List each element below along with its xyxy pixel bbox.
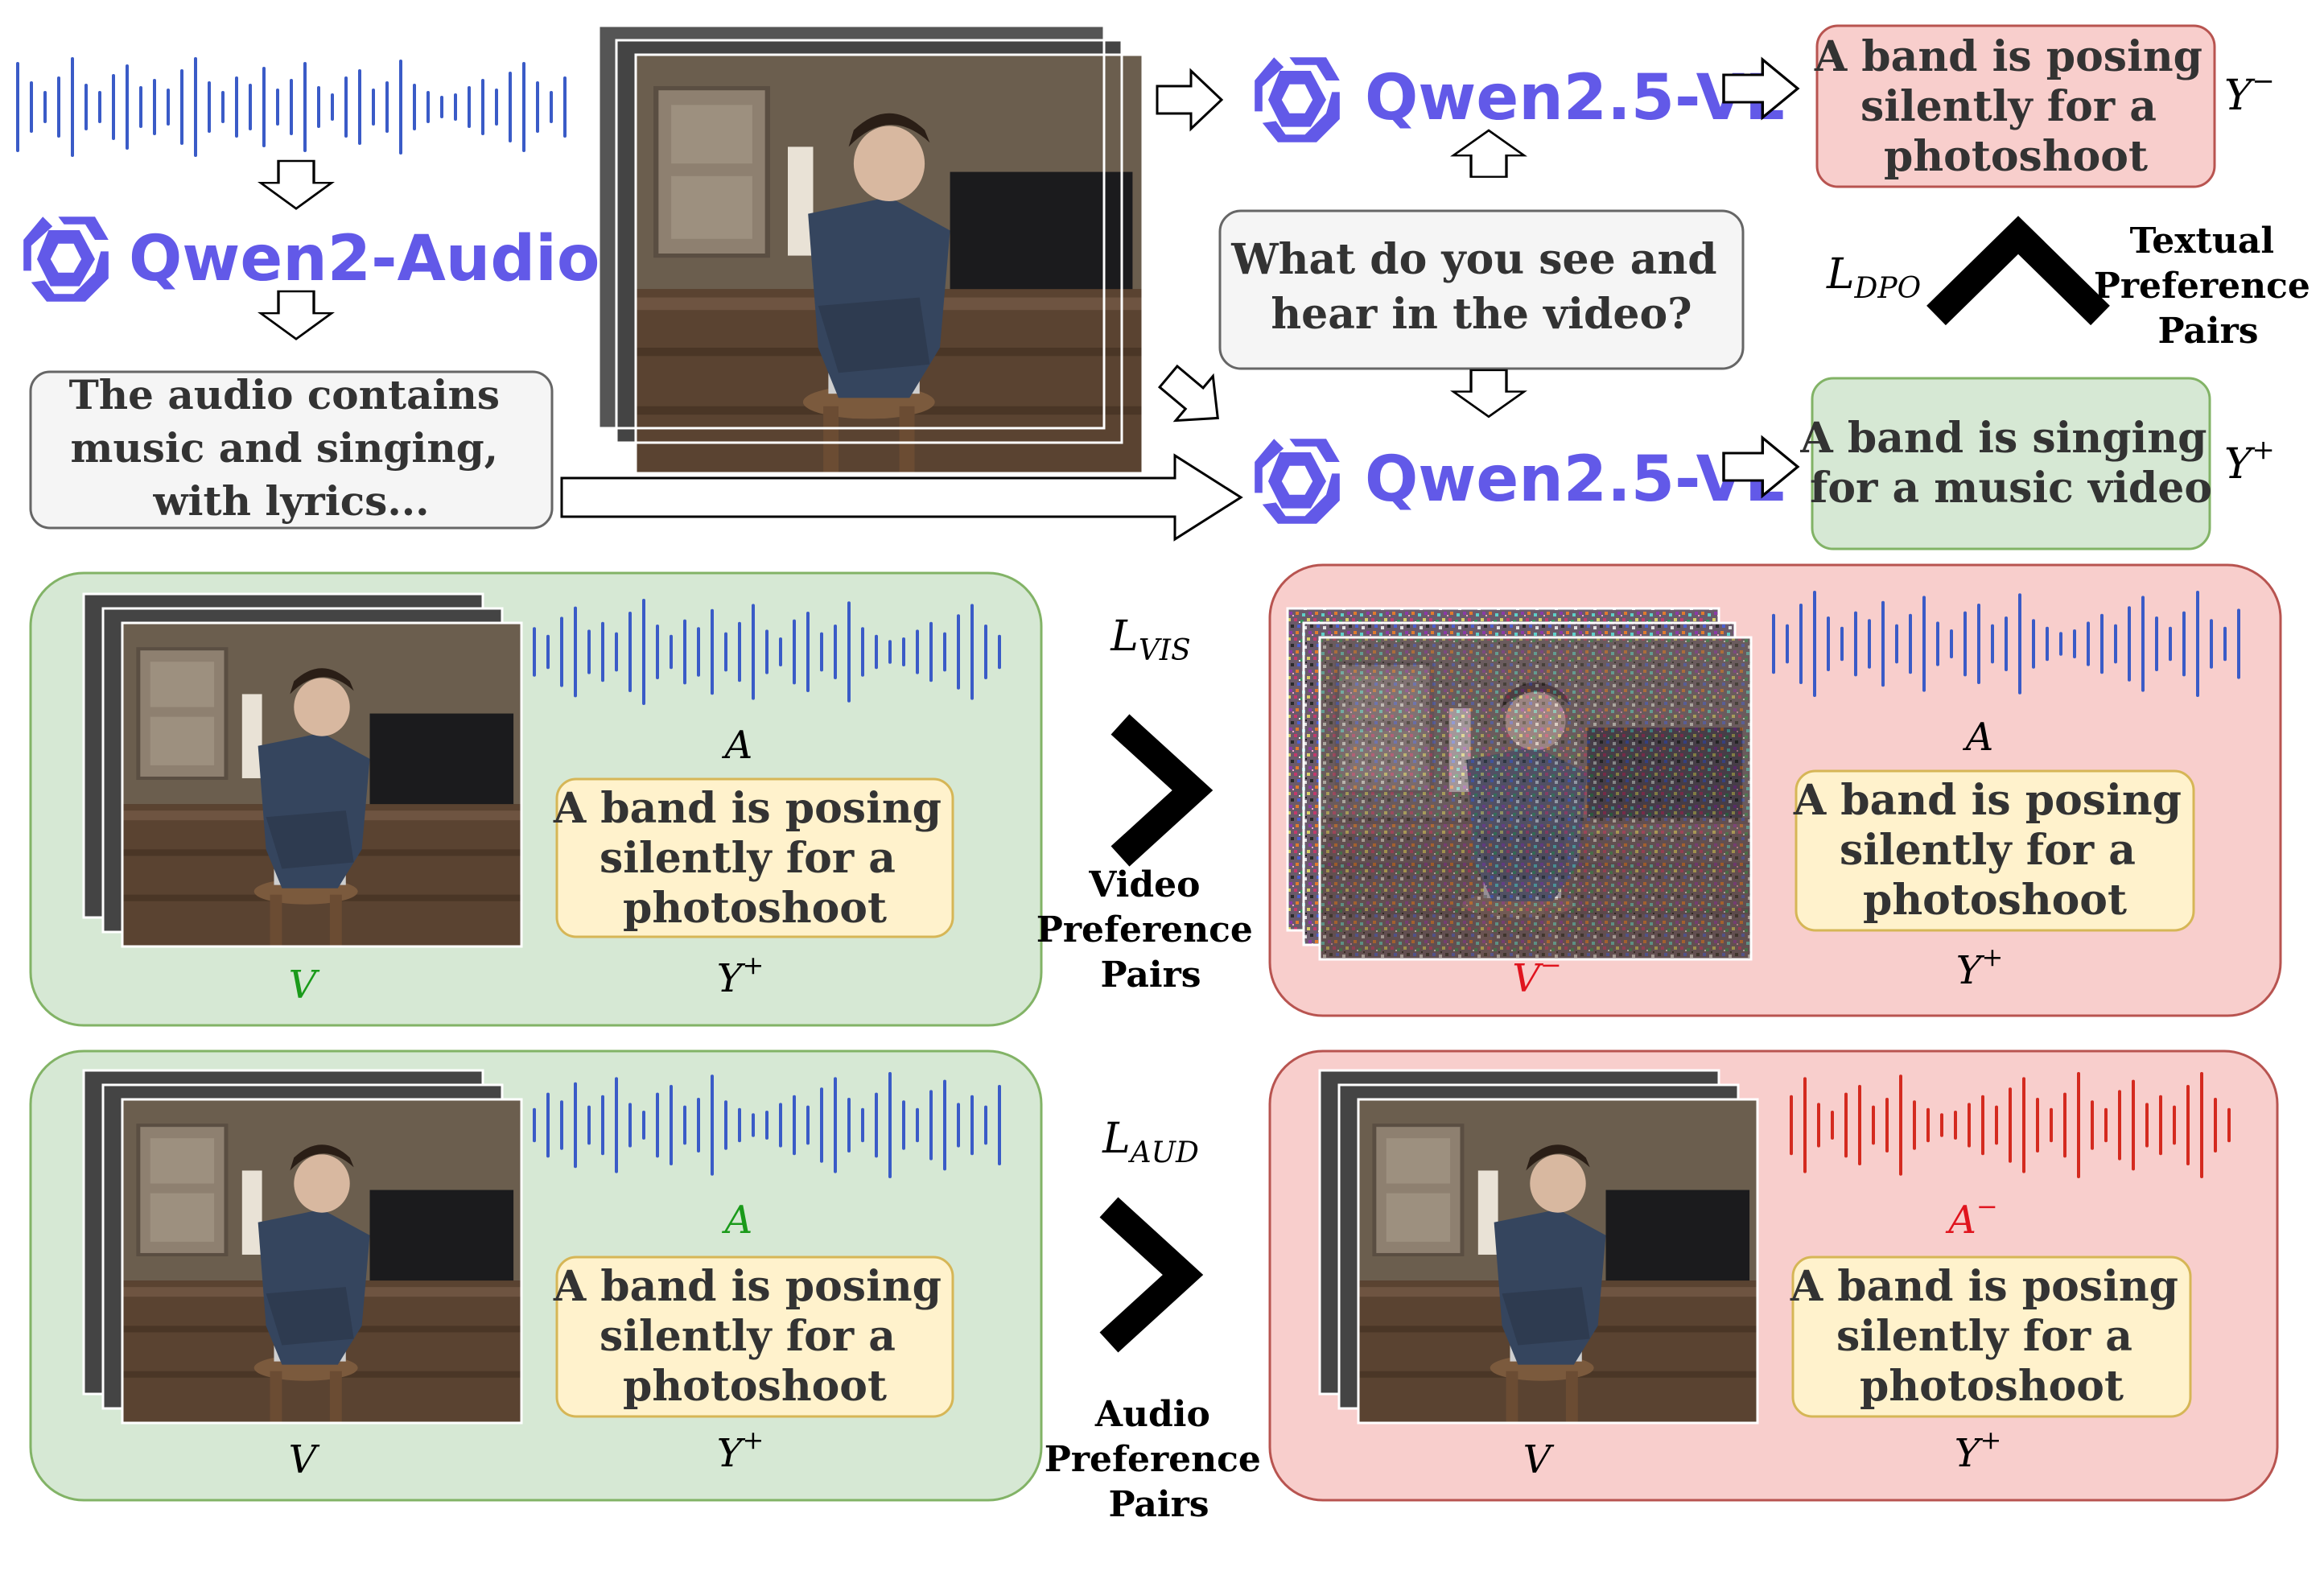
- qwen25-vl-top-label: Qwen2.5-VL: [1365, 62, 1785, 134]
- hollow-arrow-icon: [261, 161, 332, 208]
- video-label-v: V: [289, 1437, 320, 1482]
- loss-vis-label: LVIS: [1110, 612, 1190, 667]
- qwen-logo-icon: [1255, 439, 1340, 524]
- audio-waveform-icon: [18, 59, 565, 155]
- hollow-arrow-icon: [1453, 370, 1524, 417]
- video-preference-pairs-label: Video Preference Pairs: [1036, 864, 1265, 996]
- video-label-v: V: [1523, 1437, 1555, 1482]
- video-frame-stack-icon: [84, 1070, 521, 1423]
- qwen2-audio-label: Qwen2-Audio: [129, 223, 600, 295]
- qwen-logo-icon: [23, 216, 109, 302]
- video-label-v-green: V: [289, 963, 320, 1008]
- video-frame-stack-icon: [84, 594, 521, 946]
- qwen-logo-icon: [1255, 57, 1340, 142]
- audio-preference-pairs-label: Audio Preference Pairs: [1045, 1394, 1273, 1525]
- qwen25-vl-bottom-label: Qwen2.5-VL: [1365, 443, 1785, 516]
- chevron-greater-than-icon: [1120, 724, 1193, 856]
- audio-label-a: A: [722, 723, 753, 768]
- loss-aud-label: LAUD: [1102, 1115, 1199, 1169]
- hollow-arrow-icon: [1157, 71, 1222, 129]
- noisy-video-frame-stack-icon: [1288, 608, 1751, 959]
- y-minus-label: Y−: [2224, 65, 2275, 120]
- video-frame-stack-icon: [1320, 1070, 1757, 1423]
- chevron-up-icon: [1936, 235, 2100, 315]
- positive-response-text: A band is singing for a music video: [1799, 414, 2221, 513]
- chevron-greater-than-icon: [1109, 1207, 1183, 1342]
- hollow-arrow-icon: [261, 291, 332, 339]
- hollow-arrow-icon: [1150, 354, 1237, 440]
- video-frame-stack-icon: [599, 26, 1143, 473]
- y-plus-label: Y+: [2224, 434, 2275, 489]
- audio-label-a-green: A: [722, 1198, 753, 1243]
- textual-preference-pairs-label: Textual Preference Pairs: [2094, 221, 2322, 352]
- audio-label-a: A: [1963, 715, 1994, 760]
- hollow-arrow-icon: [1453, 130, 1524, 177]
- loss-dpo-label: LDPO: [1826, 250, 1921, 305]
